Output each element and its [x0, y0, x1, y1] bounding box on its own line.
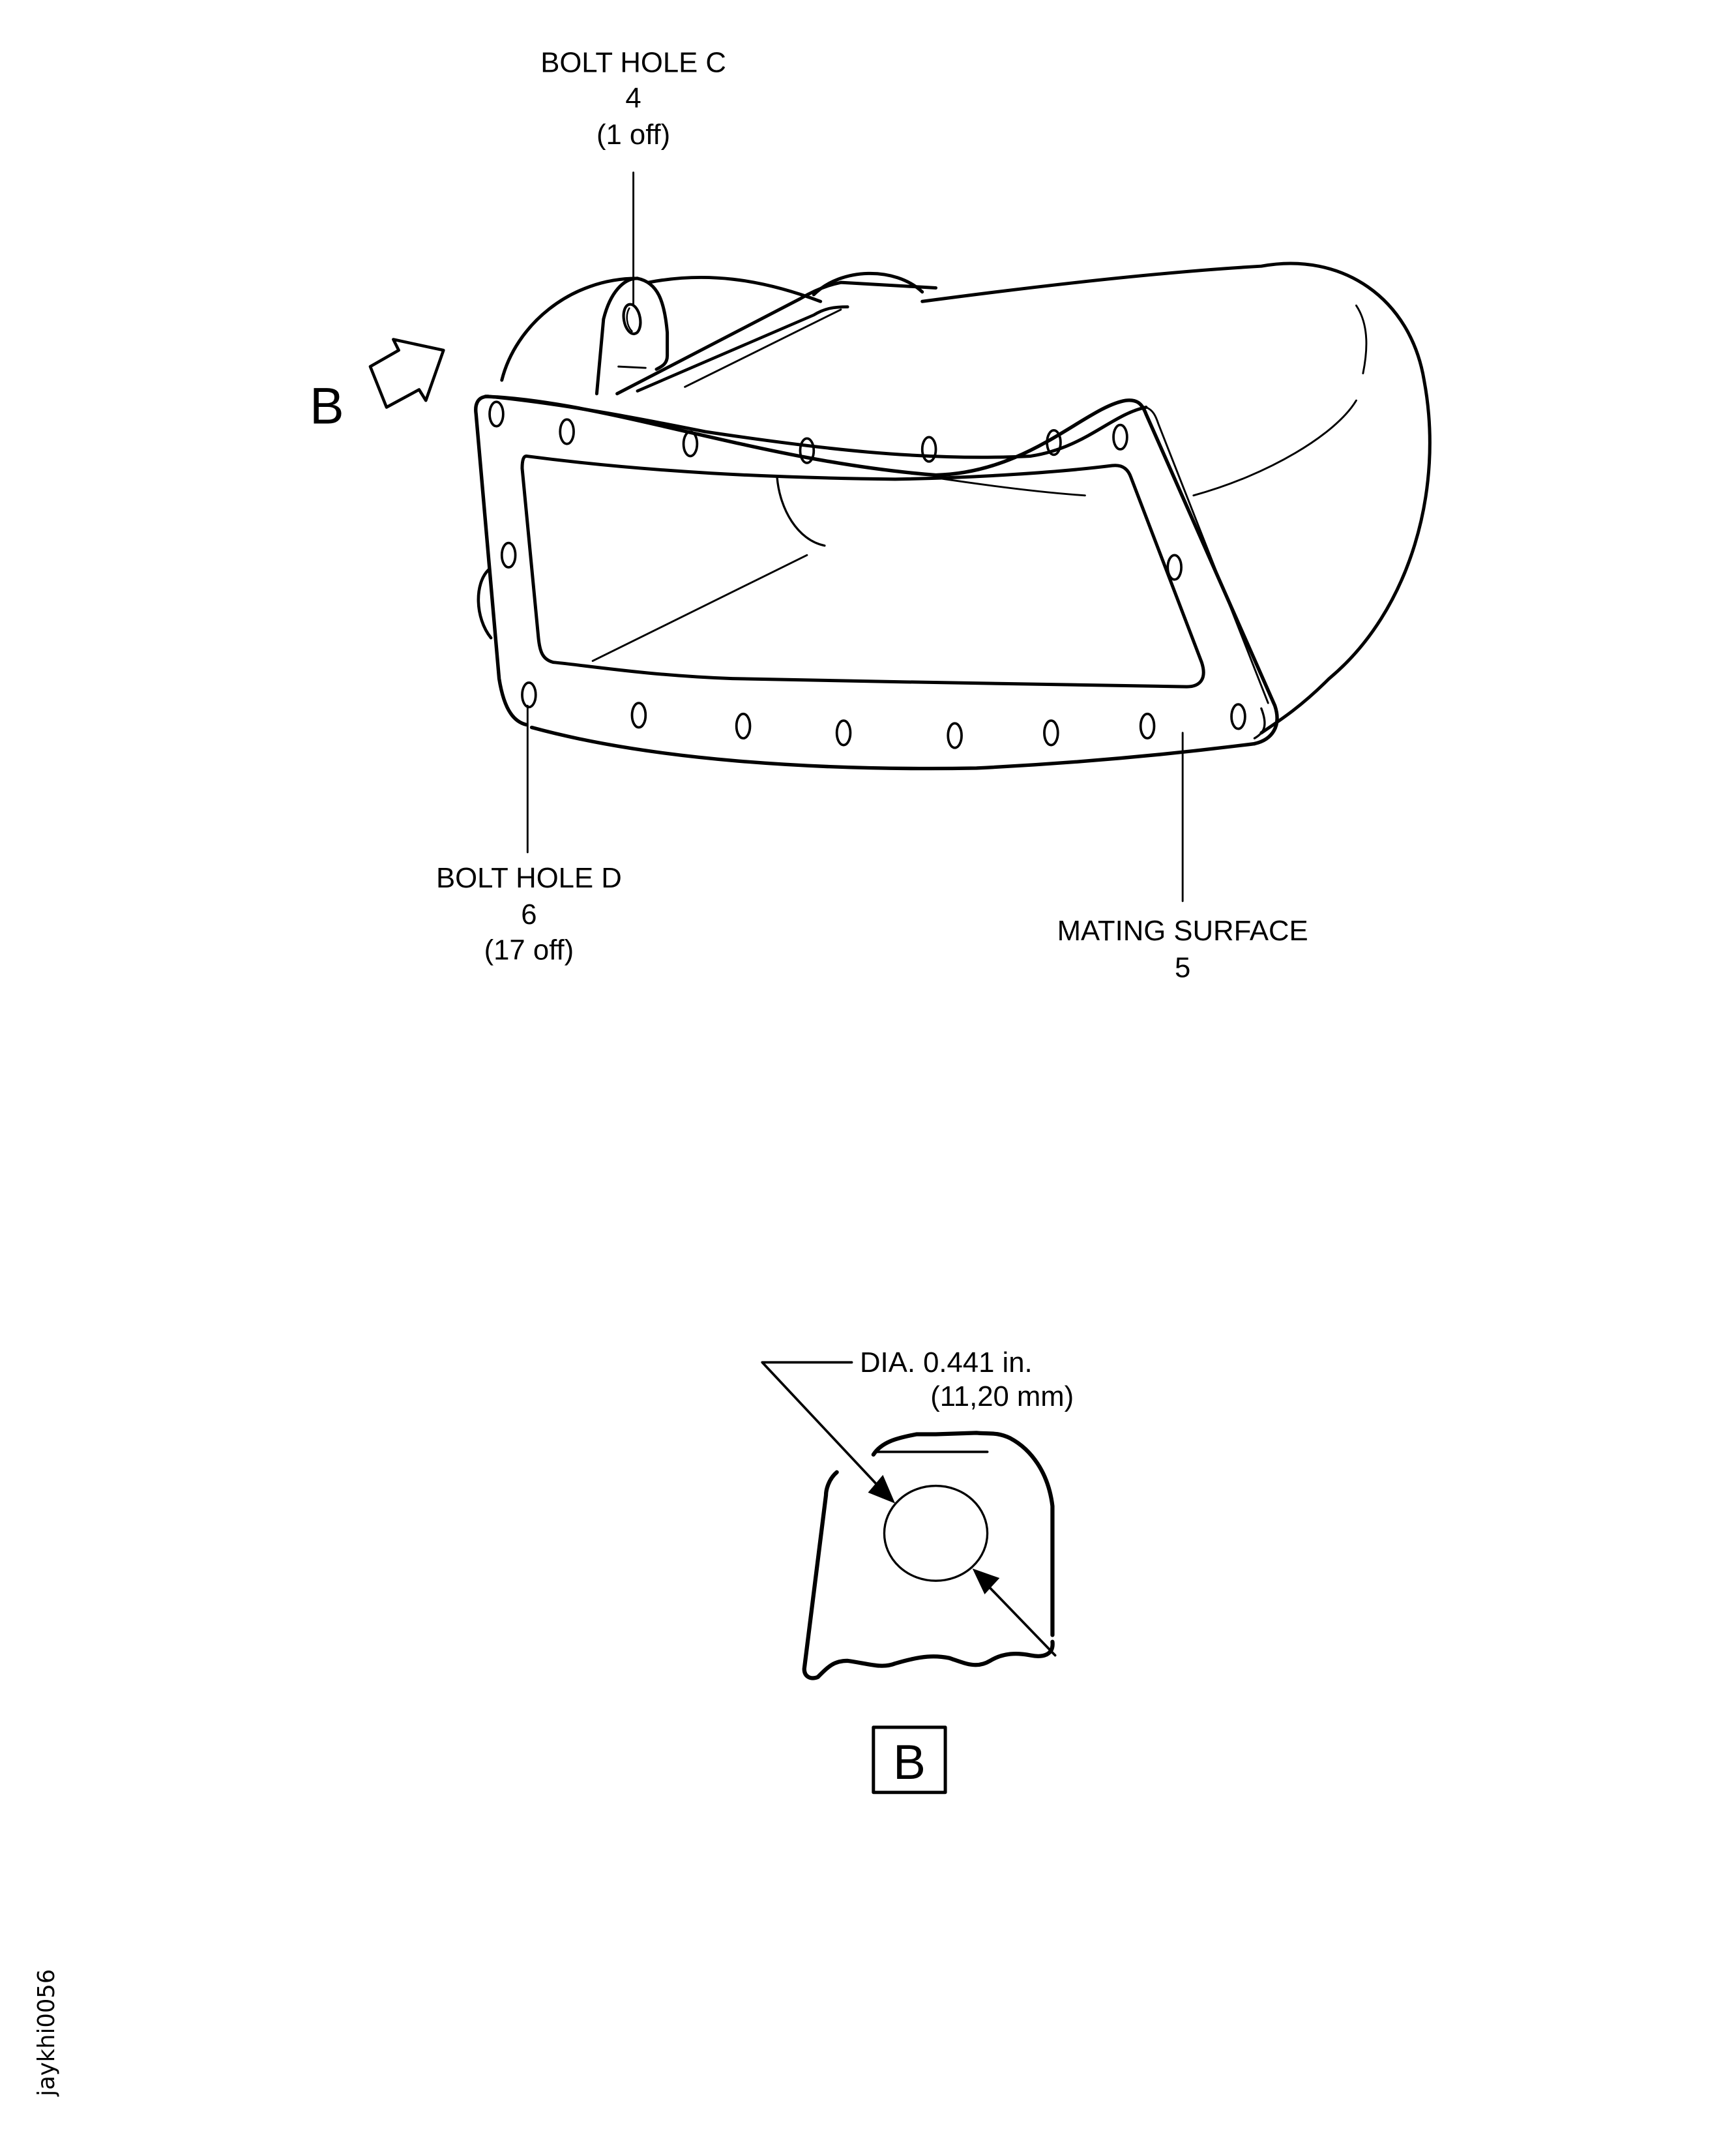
dimension-arrow-icon [972, 1568, 1000, 1594]
bolt-holes-top-row [488, 400, 1128, 464]
callout-item-number: 4 [625, 82, 641, 114]
callout-quantity: (17 off) [484, 934, 574, 966]
view-label-box [872, 1725, 947, 1795]
dimension-inches: DIA. 0.441 in. [860, 1347, 1033, 1378]
figure-id: jaykhi0056 [33, 1969, 60, 2097]
view-arrow-b: B [310, 338, 445, 435]
bolt-hole-circle [883, 1484, 989, 1582]
dimension-arrow-icon [868, 1474, 896, 1504]
callout-title: MATING SURFACE [1057, 915, 1308, 947]
bolt-holes-side [500, 541, 1183, 581]
callout-quantity: (1 off) [596, 119, 670, 151]
view-arrow-label: B [310, 377, 344, 435]
detail-view-b: DIA. 0.441 in. (11,20 mm) B [761, 1347, 1074, 1795]
view-label: B [893, 1735, 926, 1789]
callout-item-number: 6 [521, 899, 537, 931]
callout-title: BOLT HOLE D [436, 862, 622, 894]
callout-bolt-hole-d: BOLT HOLE D 6 (17 off) [436, 862, 622, 966]
callout-title: BOLT HOLE C [540, 47, 726, 79]
duct-elbow-drawing [474, 261, 1432, 771]
callout-mating-surface: MATING SURFACE 5 [1057, 915, 1308, 983]
callout-item-number: 5 [1175, 951, 1190, 983]
bolt-holes-bottom-row [521, 681, 1246, 749]
callout-bolt-hole-c: BOLT HOLE C 4 (1 off) [540, 47, 726, 151]
dimension-millimetres: (11,20 mm) [930, 1380, 1074, 1412]
